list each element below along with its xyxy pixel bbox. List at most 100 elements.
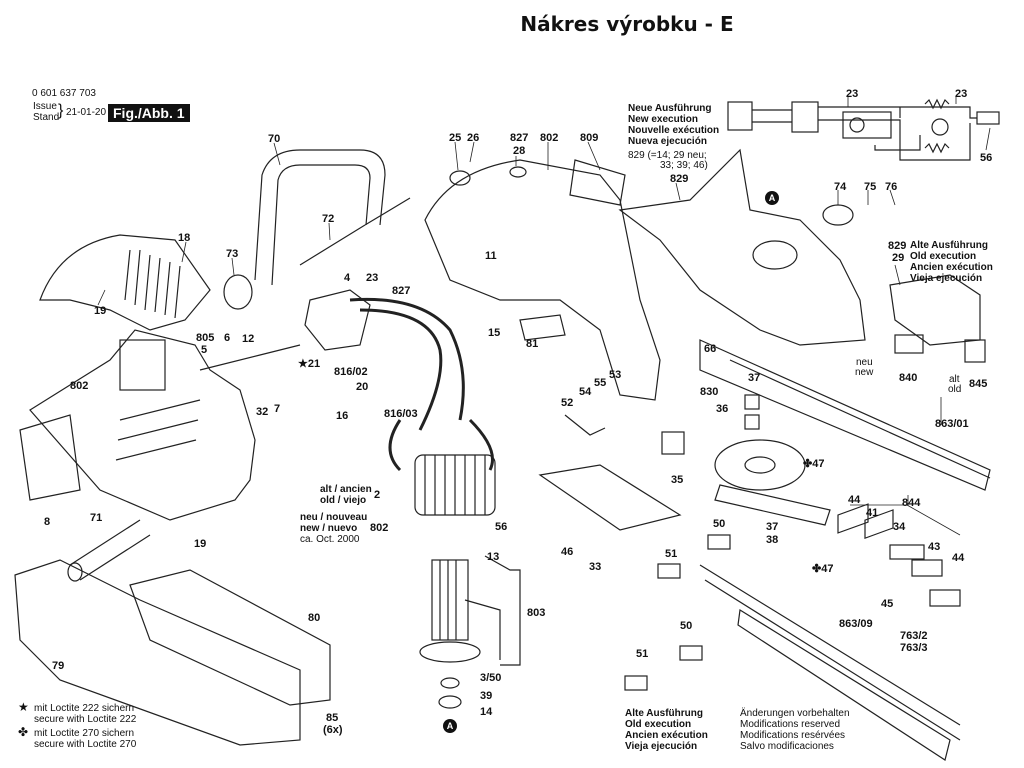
note-old-right-en: Old execution <box>910 251 977 262</box>
part-label: 81 <box>526 338 539 350</box>
pad-34 <box>889 544 925 560</box>
gear-830 <box>714 439 806 491</box>
housing-802-left <box>29 329 256 521</box>
note-new-en: New execution <box>628 114 699 125</box>
stand-label: Stand <box>33 112 60 123</box>
rod-72 <box>299 224 366 266</box>
knob-74 <box>822 204 854 226</box>
part-label: 809 <box>580 132 599 144</box>
part-label: 827 <box>392 285 411 297</box>
part-label: 802 <box>70 380 89 392</box>
issue-date: 21-01-20 <box>66 107 107 118</box>
part-label: 70 <box>268 133 281 145</box>
part-label: 51 <box>636 648 649 660</box>
part-label: 7 <box>274 403 281 415</box>
note-old-right-de: Alte Ausführung <box>910 240 988 251</box>
part-label: 816/03 <box>384 408 418 420</box>
note-new-nuevo: new / nuevo <box>300 523 358 534</box>
note-mod-de: Änderungen vorbehalten <box>740 708 850 719</box>
part-label: 29 <box>892 252 905 264</box>
part-label: 763/2 <box>900 630 928 642</box>
part-label: 805 <box>196 332 215 344</box>
note-new-de: Neue Ausführung <box>628 103 712 114</box>
part-label: 44 <box>952 552 965 564</box>
pad-840 <box>894 334 924 354</box>
marker-a-top: A <box>765 191 779 205</box>
part-label: 55 <box>594 377 607 389</box>
plate-33 <box>538 464 682 531</box>
part-label: 8 <box>44 516 51 528</box>
part-label: 802 <box>370 522 389 534</box>
part-label: 37 <box>766 521 779 533</box>
page-title: Nákres výrobku - E <box>520 12 734 36</box>
part-label: 829 <box>670 173 689 185</box>
brace: } <box>58 102 64 119</box>
cover-18 <box>39 234 211 331</box>
part-label: 45 <box>881 598 894 610</box>
washer-39 <box>440 677 460 689</box>
star-icon: ★ <box>18 700 29 714</box>
part-label: 863/09 <box>839 618 873 630</box>
saw-blade-863-09 <box>699 564 961 741</box>
note-old-right-es: Vieja ejecución <box>910 273 983 284</box>
part-label: 4 <box>344 272 351 284</box>
part-label: ★21 <box>298 358 321 370</box>
saw-blade-763 <box>737 609 951 761</box>
part-label: 830 <box>700 386 719 398</box>
armature-803 <box>431 559 469 641</box>
note-829-new: 829 (=14; 29 neu; <box>628 150 707 161</box>
bearing-14 <box>438 695 462 709</box>
part-label: 51 <box>665 548 678 560</box>
plate-809 <box>569 159 626 206</box>
part-label: 829 <box>888 240 907 252</box>
note-new-fr: Nouvelle exécution <box>628 125 720 136</box>
part-label: 76 <box>885 181 898 193</box>
brush-holder-51 <box>657 563 681 579</box>
part-label: 802 <box>540 132 559 144</box>
part-label: 19 <box>194 538 207 550</box>
part-label: 50 <box>713 518 726 530</box>
note-mod-en: Modifications reserved <box>740 719 841 730</box>
base-79 <box>14 559 301 746</box>
part-label: 26 <box>467 132 480 144</box>
note-neu: neu <box>856 357 873 368</box>
part-label: 34 <box>893 521 906 533</box>
part-label: 33 <box>589 561 602 573</box>
part-label: 37 <box>748 372 761 384</box>
rail <box>714 484 831 526</box>
issue-label: Issue <box>33 101 57 112</box>
part-label: 827 <box>510 132 529 144</box>
part-label: 75 <box>864 181 877 193</box>
note-neu-nouveau: neu / nouveau <box>300 512 368 523</box>
note-old-bottom-es: Vieja ejecución <box>625 741 698 752</box>
plate-8 <box>19 414 81 501</box>
knob-28 <box>509 166 527 178</box>
part-label: 6 <box>224 332 231 344</box>
part-label: 39 <box>480 690 493 702</box>
housing-802-top <box>424 159 661 401</box>
part-label: 13 <box>487 551 500 563</box>
part-label: 844 <box>902 497 921 509</box>
switch-4 <box>304 289 371 351</box>
part-label: 66 <box>704 343 717 355</box>
part-label: 11 <box>485 250 497 262</box>
note-alt-ancien: alt / ancien <box>320 484 372 495</box>
note-new: new <box>855 367 874 378</box>
part-label: 43 <box>928 541 941 553</box>
part-25 <box>449 170 471 186</box>
part-label: 2 <box>374 489 381 501</box>
note-mod-es: Salvo modificaciones <box>740 741 834 752</box>
part-label: 46 <box>561 546 574 558</box>
part-label: 44 <box>848 494 861 506</box>
part-label: 863/01 <box>935 418 969 430</box>
note-829-new-b: 33; 39; 46) <box>660 160 708 171</box>
part-label: 15 <box>488 327 501 339</box>
note-loctite-270-de: mit Loctite 270 sichern <box>34 728 135 739</box>
note-loctite-222-en: secure with Loctite 222 <box>34 714 137 725</box>
part-label: 32 <box>256 406 269 418</box>
part-label: 18 <box>178 232 191 244</box>
motor-symbol <box>931 118 949 136</box>
part-845 <box>964 339 986 363</box>
part-label: 53 <box>609 369 622 381</box>
